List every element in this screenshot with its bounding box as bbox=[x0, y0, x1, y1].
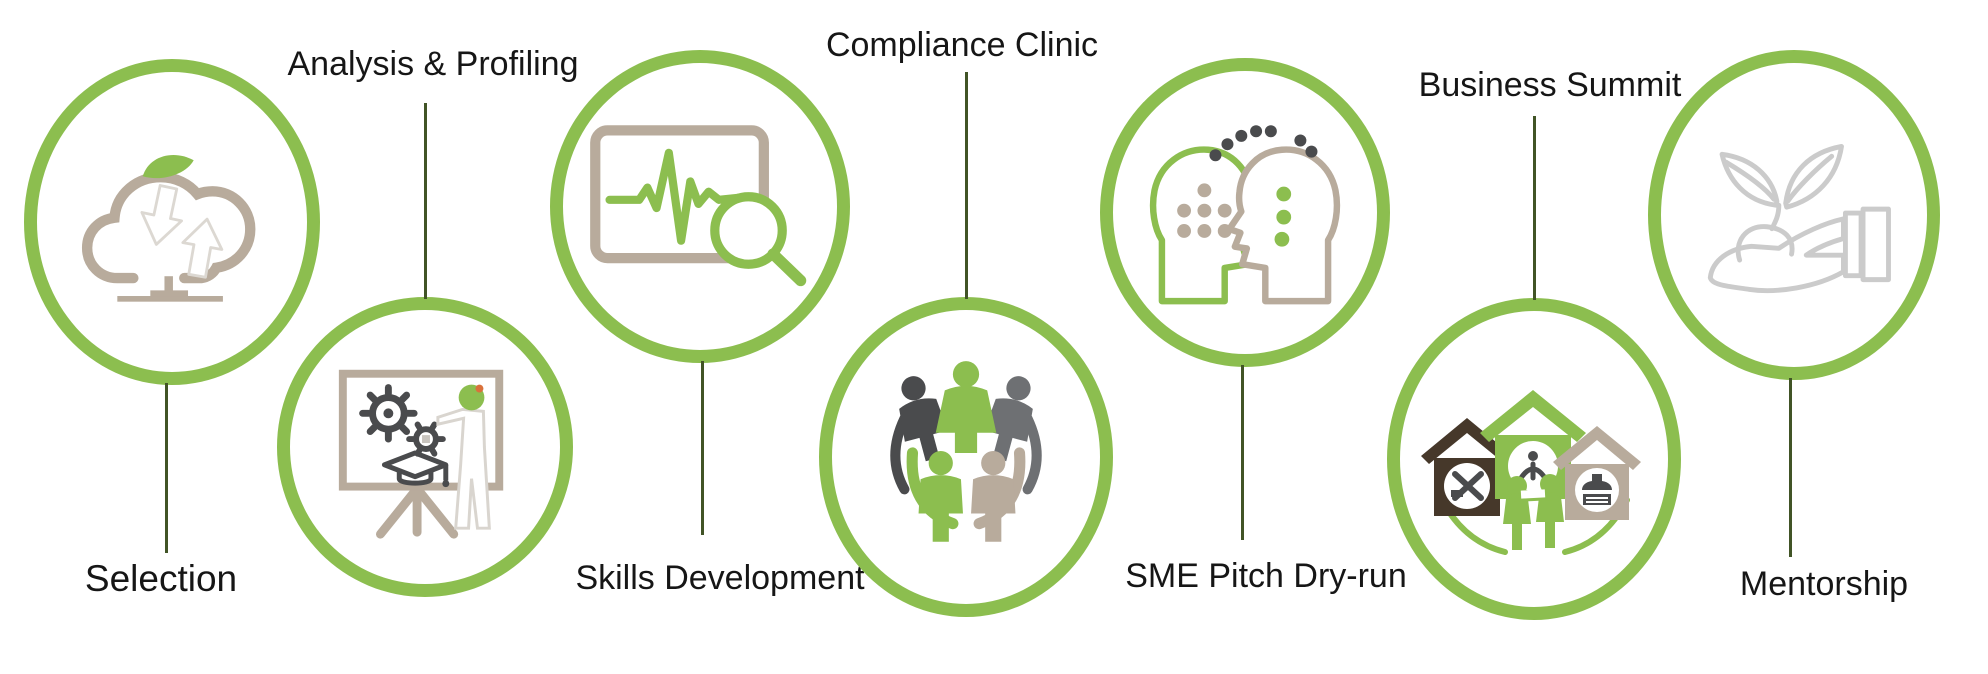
label-selection: Selection bbox=[84, 558, 238, 599]
label-business-summit: Business Summit bbox=[1418, 66, 1682, 104]
connector-compliance bbox=[965, 72, 968, 299]
skills-circle bbox=[550, 50, 850, 363]
analysis-circle bbox=[277, 297, 573, 597]
label-sme-pitch: SME Pitch Dry-run bbox=[1125, 557, 1407, 595]
label-compliance: Compliance Clinic bbox=[825, 26, 1099, 64]
trainer-whiteboard-icon bbox=[338, 369, 504, 539]
connector-business-summit bbox=[1533, 116, 1536, 300]
connector-mentorship bbox=[1789, 378, 1792, 557]
compliance-circle bbox=[819, 297, 1113, 617]
connector-selection bbox=[165, 383, 168, 553]
hand-seedling-icon bbox=[1707, 144, 1891, 294]
connector-analysis bbox=[424, 103, 427, 299]
connector-skills bbox=[701, 361, 704, 535]
house-tan bbox=[1552, 425, 1641, 520]
label-skills: Skills Development bbox=[575, 559, 865, 597]
mentorship-circle bbox=[1648, 50, 1940, 380]
business-summit-circle bbox=[1387, 298, 1681, 620]
label-mentorship: Mentorship bbox=[1739, 565, 1909, 603]
selection-circle bbox=[24, 59, 320, 385]
label-analysis: Analysis & Profiling bbox=[287, 45, 579, 83]
talking-heads-icon bbox=[1149, 125, 1341, 305]
sme-pitch-circle bbox=[1100, 58, 1390, 367]
people-huddle-icon bbox=[890, 361, 1042, 542]
house-dark bbox=[1420, 417, 1513, 516]
connector-sme-pitch bbox=[1241, 365, 1244, 540]
community-houses-icon bbox=[1420, 389, 1641, 555]
cloud-transfer-icon bbox=[81, 154, 256, 302]
pulse-chart-magnifier-icon bbox=[589, 124, 806, 286]
